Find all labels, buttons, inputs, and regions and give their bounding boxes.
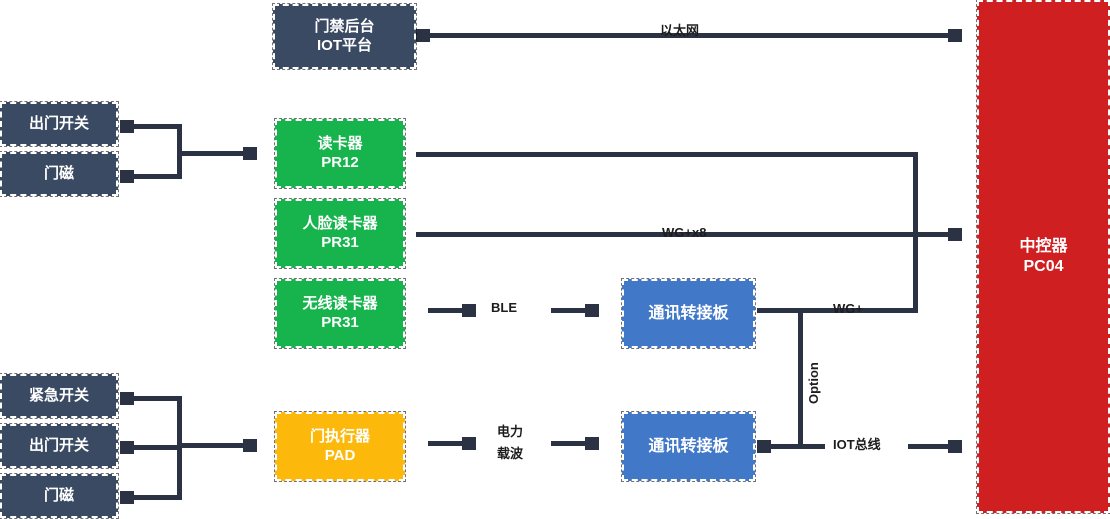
- connector-adapter1-out: [757, 308, 917, 313]
- node-door-magnet-top-label: 门磁: [43, 164, 74, 182]
- connector-door-magnet-top: [120, 174, 182, 179]
- edge-label-wg-x8: WG+x8: [662, 225, 707, 240]
- connector-ble-to-adapter: [551, 308, 595, 313]
- node-adapter-board-2-label: 通讯转接板: [648, 437, 729, 455]
- connector-cap-ethernet-end: [948, 29, 962, 42]
- node-emergency-switch[interactable]: 紧急开关: [0, 373, 119, 419]
- node-iot-platform-line2: IOT平台: [317, 36, 372, 54]
- connector-card-reader-out: [416, 152, 918, 157]
- connector-cap-wg-x8-end: [948, 228, 962, 241]
- node-controller-line1: 中控器: [1019, 237, 1068, 255]
- edge-label-wg-plus: WG+: [833, 301, 863, 316]
- connector-powerline-to-adapter: [551, 441, 595, 446]
- edge-label-ble: BLE: [491, 300, 517, 315]
- edge-label-powerline-top: 电力: [497, 424, 524, 439]
- connector-exit-switch-bot: [120, 445, 182, 450]
- node-wireless-reader-line1: 无线读卡器: [302, 294, 378, 312]
- connector-bracket-bottom-vertical: [177, 396, 182, 500]
- node-emergency-switch-label: 紧急开关: [28, 386, 89, 404]
- node-adapter-board-1-label: 通讯转接板: [648, 304, 729, 322]
- connector-exit-switch-top: [120, 124, 182, 129]
- node-iot-platform-line1: 门禁后台: [314, 17, 375, 35]
- node-adapter-board-2[interactable]: 通讯转接板: [621, 411, 756, 482]
- connector-cap-iot-bus-left: [757, 440, 771, 453]
- connector-door-magnet-bot: [120, 495, 182, 500]
- connector-cap-iot-bus-end: [948, 440, 962, 453]
- connector-wireless-reader-out: [428, 308, 472, 313]
- node-face-reader[interactable]: 人脸读卡器 PR31: [274, 198, 406, 269]
- connector-ethernet: [416, 33, 962, 38]
- node-door-actuator-line1: 门执行器: [309, 427, 370, 445]
- node-wireless-reader[interactable]: 无线读卡器 PR31: [274, 278, 406, 349]
- node-face-reader-line1: 人脸读卡器: [302, 214, 378, 232]
- node-iot-platform[interactable]: 门禁后台 IOT平台: [272, 3, 417, 70]
- node-adapter-board-1[interactable]: 通讯转接板: [621, 278, 756, 349]
- connector-bracket-bottom-trunk: [177, 443, 249, 448]
- connector-adapter2-out: [757, 444, 825, 449]
- node-door-magnet-bottom-label: 门磁: [43, 486, 74, 504]
- node-exit-switch-top[interactable]: 出门开关: [0, 101, 119, 147]
- connector-door-actuator-out: [428, 441, 472, 446]
- node-card-reader[interactable]: 读卡器 PR12: [274, 118, 406, 189]
- node-controller[interactable]: 中控器 PC04: [976, 0, 1110, 514]
- node-card-reader-line1: 读卡器: [317, 134, 363, 152]
- node-door-actuator-line2: PAD: [324, 446, 356, 464]
- connector-cap-powerline-right: [585, 437, 599, 450]
- node-face-reader-line2: PR31: [321, 233, 359, 251]
- edge-label-powerline-bottom: 载波: [497, 446, 524, 461]
- connector-cap-door-actuator-in: [243, 439, 257, 452]
- connector-iot-bus-right: [908, 444, 962, 449]
- node-door-magnet-bottom[interactable]: 门磁: [0, 473, 119, 519]
- connector-cap-card-reader-in: [243, 147, 257, 160]
- connector-bracket-top-trunk: [177, 151, 249, 156]
- edge-label-iot-bus: IOT总线: [833, 437, 881, 452]
- node-door-magnet-top[interactable]: 门磁: [0, 151, 119, 197]
- node-card-reader-line2: PR12: [321, 153, 359, 171]
- connector-face-reader-out: [416, 232, 962, 237]
- node-wireless-reader-line2: PR31: [321, 313, 359, 331]
- node-door-actuator[interactable]: 门执行器 PAD: [274, 411, 406, 482]
- connector-emergency-switch: [120, 396, 182, 401]
- connector-option-vertical: [798, 308, 803, 447]
- node-exit-switch-top-label: 出门开关: [28, 114, 89, 132]
- connector-cap-ble-right: [585, 304, 599, 317]
- connector-cap-powerline-left: [462, 437, 476, 450]
- connector-cap-ble-left: [462, 304, 476, 317]
- node-exit-switch-bottom-label: 出门开关: [28, 436, 89, 454]
- edge-label-ethernet: 以太网: [660, 23, 700, 38]
- edge-label-option: Option: [806, 362, 821, 404]
- node-controller-line2: PC04: [1023, 257, 1064, 275]
- node-exit-switch-bottom[interactable]: 出门开关: [0, 423, 119, 469]
